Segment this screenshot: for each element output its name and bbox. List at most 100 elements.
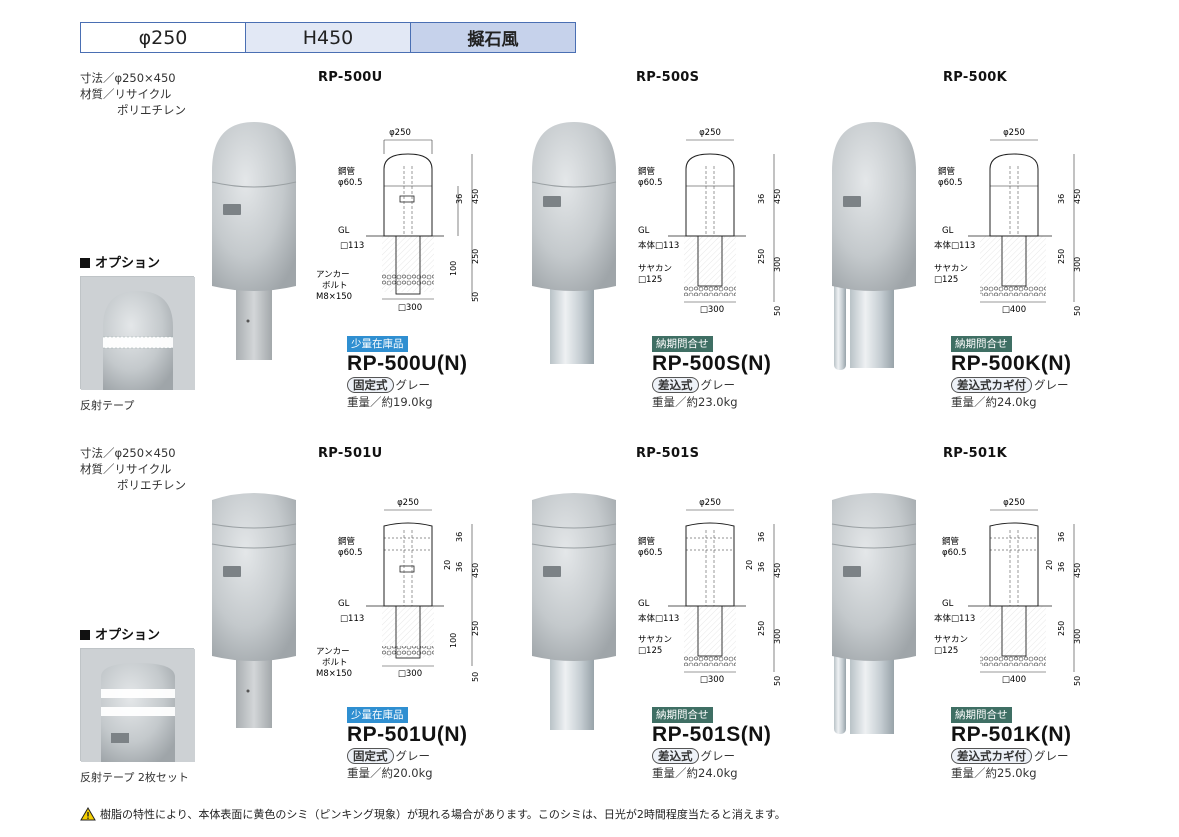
svg-text:φ60.5: φ60.5 [338, 548, 363, 558]
svg-text:36: 36 [455, 194, 464, 204]
spec-size: 寸法／φ250×450 [80, 446, 176, 460]
drawing-rp-501u: φ250 鋼管 φ60.5 GL □113 アンカー ボルト M8×150 □3… [316, 498, 480, 682]
svg-text:300: 300 [773, 629, 782, 644]
product-name: RP-501K(N) [951, 723, 1072, 746]
spec-material: 材質／リサイクル [80, 462, 172, 476]
inquiry-badge: 納期問合せ [951, 707, 1012, 723]
svg-text:サヤカン: サヤカン [934, 264, 968, 274]
install-type-badge: 差込式 [652, 377, 699, 393]
product-weight: 重量／約19.0kg [347, 395, 433, 409]
tab-finish: 擬石風 [411, 23, 575, 52]
square-bullet-icon [80, 630, 90, 640]
svg-text:□300: □300 [398, 669, 422, 679]
product-info-rp-500s: 納期問合せ RP-500S(N) 差込式グレー 重量／約23.0kg [652, 332, 771, 410]
svg-text:鋼管: 鋼管 [938, 166, 955, 177]
svg-text:20: 20 [1045, 560, 1054, 570]
option-image-reflective-tape-2 [80, 648, 195, 762]
product-name: RP-501U(N) [347, 723, 468, 746]
product-info-rp-500k: 納期問合せ RP-500K(N) 差込式カギ付グレー 重量／約24.0kg [951, 332, 1072, 410]
svg-text:GL: GL [638, 599, 650, 609]
product-photo-rp-501s [531, 493, 617, 730]
svg-text:100: 100 [449, 261, 458, 276]
svg-text:300: 300 [773, 257, 782, 272]
svg-text:□300: □300 [700, 305, 724, 315]
product-info-rp-500u: 少量在庫品 RP-500U(N) 固定式グレー 重量／約19.0kg [347, 332, 468, 410]
product-weight: 重量／約24.0kg [652, 766, 738, 780]
svg-text:□125: □125 [934, 275, 958, 285]
model-label-500u: RP-500U [318, 70, 383, 85]
svg-text:φ60.5: φ60.5 [942, 548, 967, 558]
svg-text:φ250: φ250 [1003, 498, 1025, 508]
spec-block-2: 寸法／φ250×450 材質／リサイクル ポリエチレン [80, 445, 186, 493]
product-info-rp-501u: 少量在庫品 RP-501U(N) 固定式グレー 重量／約20.0kg [347, 703, 468, 781]
svg-text:36: 36 [757, 562, 766, 572]
svg-text:250: 250 [471, 249, 480, 264]
svg-text:250: 250 [1057, 621, 1066, 636]
inquiry-badge: 納期問合せ [652, 707, 713, 723]
svg-text:50: 50 [471, 672, 480, 682]
spec-material-2: ポリエチレン [117, 103, 186, 117]
svg-text:450: 450 [773, 563, 782, 578]
spec-size: 寸法／φ250×450 [80, 71, 176, 85]
drawing-rp-500s: φ250 鋼管 φ60.5 GL 本体□113 サヤカン □125 □300 3… [638, 128, 782, 316]
svg-text:□400: □400 [1002, 305, 1026, 315]
stock-badge: 少量在庫品 [347, 336, 408, 352]
svg-text:鋼管: 鋼管 [338, 536, 355, 547]
svg-text:36: 36 [1057, 194, 1066, 204]
product-name: RP-500U(N) [347, 352, 468, 375]
svg-text:GL: GL [338, 226, 350, 236]
svg-text:36: 36 [1057, 562, 1066, 572]
svg-text:鋼管: 鋼管 [638, 166, 655, 177]
svg-text:450: 450 [471, 563, 480, 578]
svg-text:100: 100 [449, 633, 458, 648]
svg-text:36: 36 [1057, 532, 1066, 542]
svg-text:250: 250 [757, 249, 766, 264]
svg-text:サヤカン: サヤカン [638, 264, 672, 274]
product-weight: 重量／約24.0kg [951, 395, 1037, 409]
product-name: RP-501S(N) [652, 723, 772, 746]
svg-text:□300: □300 [398, 303, 422, 313]
option-title-1: オプション [80, 252, 160, 271]
install-type-badge: 差込式カギ付 [951, 377, 1032, 393]
svg-text:鋼管: 鋼管 [638, 536, 655, 547]
svg-text:M8×150: M8×150 [316, 669, 352, 679]
model-label-500k: RP-500K [943, 70, 1008, 85]
svg-text:GL: GL [338, 599, 350, 609]
option-image-reflective-tape [80, 276, 195, 390]
product-color: グレー [700, 749, 736, 763]
svg-text:□125: □125 [638, 646, 662, 656]
svg-text:□113: □113 [340, 241, 364, 251]
product-color: グレー [1034, 378, 1069, 392]
product-color: グレー [395, 749, 431, 763]
svg-text:□400: □400 [1002, 675, 1026, 685]
svg-text:50: 50 [773, 306, 782, 316]
svg-text:50: 50 [1073, 306, 1082, 316]
inquiry-badge: 納期問合せ [652, 336, 713, 352]
spec-tabs: φ250 H450 擬石風 [80, 22, 576, 53]
svg-text:本体□113: 本体□113 [638, 613, 679, 624]
svg-text:450: 450 [1073, 189, 1082, 204]
svg-text:GL: GL [942, 599, 954, 609]
svg-text:20: 20 [745, 560, 754, 570]
svg-text:300: 300 [1073, 629, 1082, 644]
svg-text:サヤカン: サヤカン [934, 635, 968, 645]
product-info-rp-501s: 納期問合せ RP-501S(N) 差込式グレー 重量／約24.0kg [652, 703, 771, 781]
svg-text:φ60.5: φ60.5 [638, 548, 663, 558]
svg-text:GL: GL [638, 226, 650, 236]
spec-material: 材質／リサイクル [80, 87, 172, 101]
svg-text:φ60.5: φ60.5 [638, 178, 663, 188]
svg-text:20: 20 [443, 560, 452, 570]
svg-text:φ250: φ250 [699, 128, 721, 138]
install-type-badge: 固定式 [347, 377, 394, 393]
tab-diameter: φ250 [81, 23, 246, 52]
svg-text:36: 36 [455, 532, 464, 542]
svg-text:サヤカン: サヤカン [638, 635, 672, 645]
svg-text:φ250: φ250 [699, 498, 721, 508]
svg-text:鋼管: 鋼管 [338, 166, 355, 177]
spec-block-1: 寸法／φ250×450 材質／リサイクル ポリエチレン [80, 70, 186, 118]
svg-text:450: 450 [1073, 563, 1082, 578]
product-photo-rp-501u [211, 493, 297, 728]
model-label-501u: RP-501U [318, 446, 383, 461]
product-weight: 重量／約23.0kg [652, 395, 738, 409]
drawing-rp-501k: φ250 鋼管 φ60.5 GL 本体□113 サヤカン □125 □400 3… [934, 498, 1082, 686]
